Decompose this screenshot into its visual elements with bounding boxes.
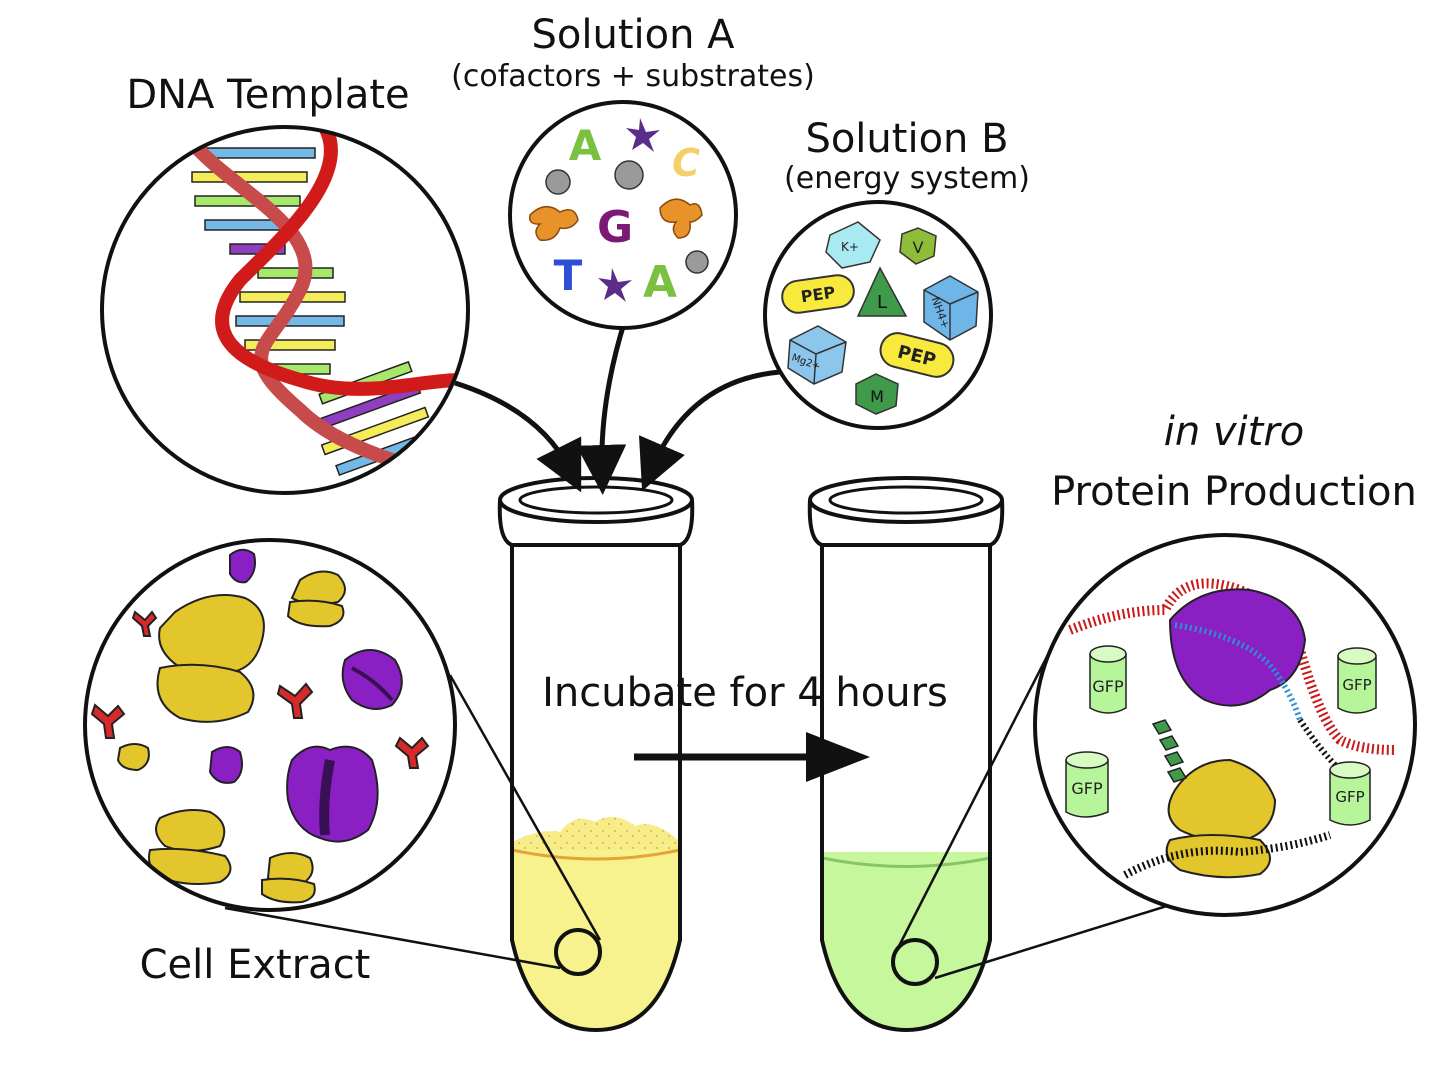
gfp-protein-icon: GFP [1329, 761, 1371, 826]
cell-extract-label: Cell Extract [140, 942, 371, 988]
tube-right [807, 476, 1005, 1033]
solution-a-circle: A C G T A [508, 100, 738, 330]
cell-extract-circle [83, 538, 457, 912]
potassium-cube-icon: K+ [825, 221, 881, 269]
incubate-arrow [634, 732, 870, 782]
dna-template-label: DNA Template [126, 72, 409, 118]
incubate-label: Incubate for 4 hours [542, 670, 948, 716]
amino-acid-m-icon: M [855, 373, 899, 415]
pep-pill-icon: PEP [879, 332, 955, 378]
arrow-solution-a-to-tube [576, 319, 628, 495]
gfp-protein-icon: GFP [1089, 645, 1127, 714]
solution-a-letter-1: A [569, 121, 602, 170]
ammonium-cube-icon: NH4+ [923, 275, 979, 341]
cofactor-star-icon [626, 118, 660, 152]
svg-text:GFP: GFP [1342, 676, 1371, 694]
zoom-circle-right [891, 938, 939, 986]
arrow-solution-b-to-tube [638, 369, 781, 491]
tube-left [497, 476, 695, 1033]
protein-production-label: Protein Production [1051, 469, 1417, 515]
cofactor-star-icon [598, 268, 632, 302]
svg-text:GFP: GFP [1071, 779, 1103, 798]
substrate-blob-icon [528, 206, 579, 241]
solution-a-letter-5: A [643, 257, 677, 308]
svg-text:M: M [870, 387, 884, 406]
solution-a-letter-3: G [597, 202, 633, 253]
zoom-line-right-bottom [934, 903, 1171, 980]
dna-template-circle [100, 125, 470, 495]
svg-text:GFP: GFP [1092, 677, 1124, 696]
solution-b-label: Solution B [805, 116, 1008, 162]
gfp-protein-icon: GFP [1337, 647, 1377, 714]
amino-acid-l-icon: L [856, 266, 908, 317]
magnesium-cube-icon: Mg2+ [787, 325, 847, 385]
svg-text:GFP: GFP [1335, 788, 1364, 806]
svg-text:K+: K+ [841, 240, 859, 254]
svg-text:V: V [913, 238, 924, 257]
solution-a-sublabel: (cofactors + substrates) [451, 59, 815, 94]
in-vitro-label: in vitro [1164, 409, 1305, 455]
svg-text:PEP: PEP [800, 283, 837, 307]
zoom-line-left-bottom [224, 906, 561, 970]
zoom-line-left-top [448, 674, 602, 941]
solution-b-circle: K+ V PEP L NH4+ Mg2+ [763, 200, 993, 430]
solution-a-letter-2: C [672, 141, 700, 185]
protein-production-circle: GFP GFP GFP GFP [1033, 533, 1417, 917]
solution-b-sublabel: (energy system) [784, 161, 1030, 196]
solution-a-label: Solution A [531, 12, 735, 58]
zoom-circle-left [554, 928, 602, 976]
svg-text:L: L [877, 292, 887, 313]
pep-pill-icon: PEP [781, 274, 855, 314]
gfp-protein-icon: GFP [1065, 751, 1109, 818]
substrate-blob-icon [659, 198, 703, 239]
solution-a-letter-4: T [554, 251, 583, 300]
zoom-line-right-top [896, 634, 1060, 949]
arrow-dna-to-tube [454, 380, 582, 493]
amino-acid-v-icon: V [899, 227, 937, 265]
